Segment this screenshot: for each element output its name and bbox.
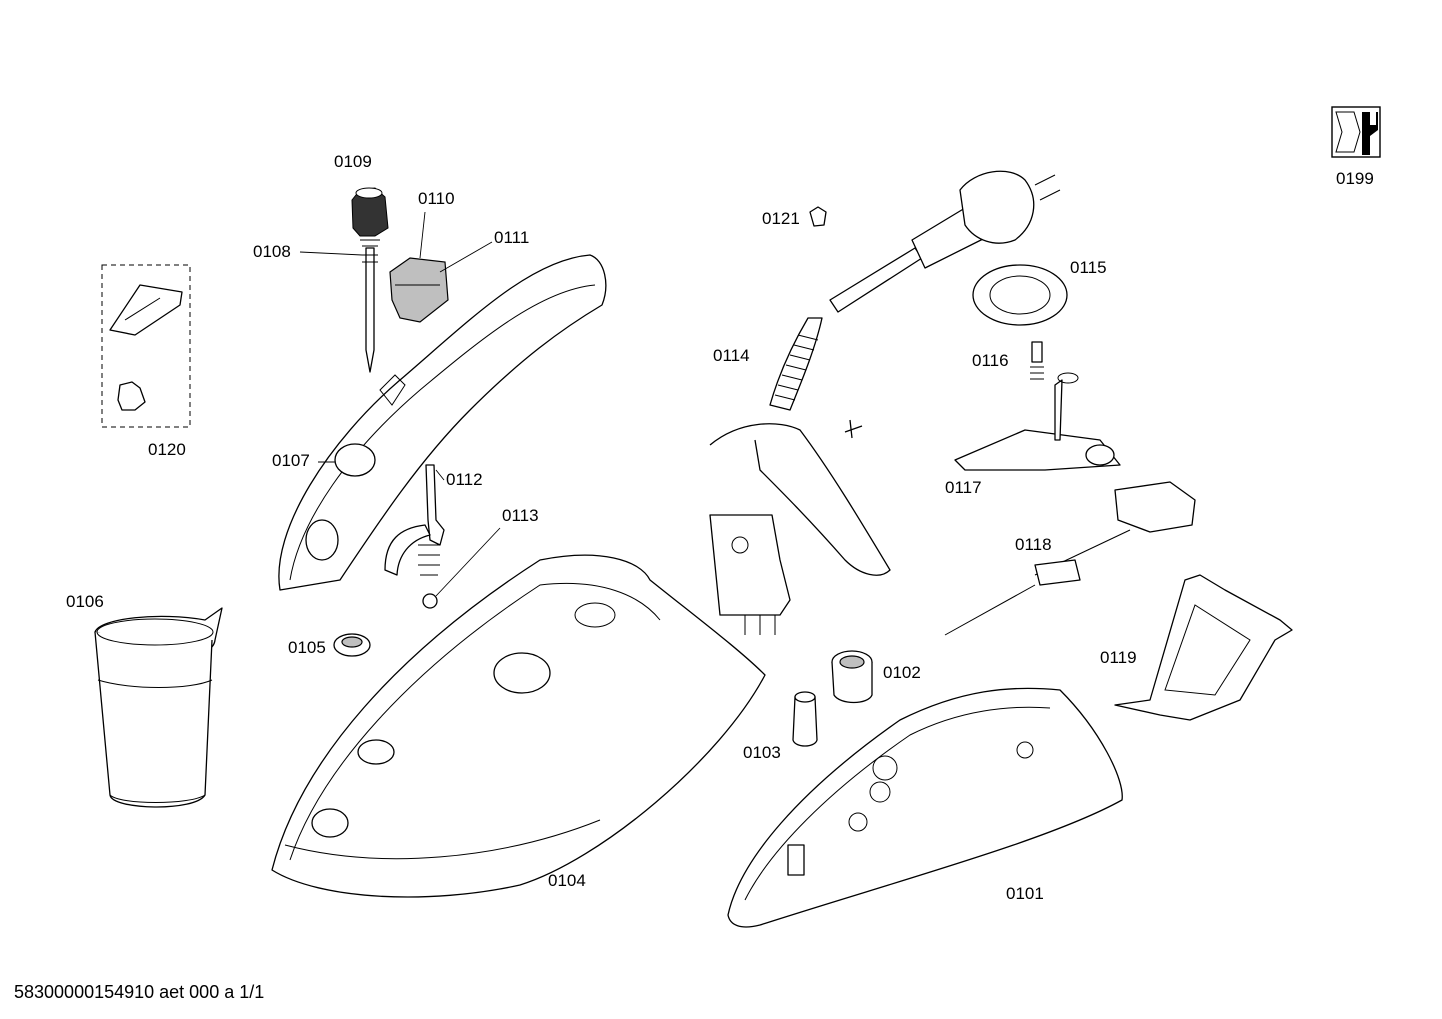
part-0108-rod[interactable] bbox=[299, 247, 378, 373]
label-0120: 0120 bbox=[148, 440, 186, 459]
label-0105: 0105 bbox=[288, 638, 326, 657]
part-0113-ring[interactable] bbox=[422, 527, 501, 609]
part-0121-clip[interactable] bbox=[809, 206, 827, 227]
part-0107-handle[interactable] bbox=[278, 254, 607, 591]
label-0101: 0101 bbox=[1006, 884, 1044, 903]
label-0117: 0117 bbox=[945, 478, 982, 497]
part-0118-connector[interactable] bbox=[944, 481, 1196, 636]
label-0199: 0199 bbox=[1336, 169, 1374, 188]
label-0104: 0104 bbox=[548, 871, 586, 890]
label-0112: 0112 bbox=[446, 470, 483, 489]
part-0115-disc[interactable] bbox=[972, 264, 1068, 326]
power-cord-plug[interactable] bbox=[829, 170, 1061, 313]
label-0116: 0116 bbox=[972, 351, 1009, 370]
label-0119: 0119 bbox=[1100, 648, 1137, 667]
label-0118: 0118 bbox=[1015, 535, 1052, 554]
part-0102-bushing[interactable] bbox=[831, 650, 873, 704]
part-0116-spring[interactable] bbox=[1030, 341, 1044, 380]
service-tool-icon bbox=[1331, 106, 1381, 158]
label-0106: 0106 bbox=[66, 592, 104, 611]
label-0107: 0107 bbox=[272, 451, 310, 470]
label-0115: 0115 bbox=[1070, 258, 1107, 277]
part-0105-seal[interactable] bbox=[333, 633, 371, 657]
part-0120-clip-set[interactable] bbox=[101, 264, 191, 428]
part-0117-thermostat[interactable] bbox=[954, 372, 1121, 471]
part-0103-tube[interactable] bbox=[792, 691, 818, 747]
part-0101-soleplate[interactable] bbox=[727, 687, 1123, 928]
label-0103: 0103 bbox=[743, 743, 781, 762]
part-0110-0111-cap[interactable] bbox=[389, 211, 493, 323]
label-0108: 0108 bbox=[253, 242, 291, 261]
part-0109-knob[interactable] bbox=[351, 187, 389, 247]
label-0110: 0110 bbox=[418, 189, 455, 208]
part-0119-bracket[interactable] bbox=[1114, 574, 1293, 721]
part-0114-rear-handle[interactable] bbox=[709, 317, 891, 635]
part-0112-nozzle[interactable] bbox=[384, 464, 445, 576]
label-0114: 0114 bbox=[713, 346, 750, 365]
part-0106-water-cup[interactable] bbox=[94, 607, 223, 808]
document-footer: 58300000154910 aet 000 a 1/1 bbox=[14, 982, 265, 1002]
label-0121: 0121 bbox=[762, 209, 800, 228]
label-0109: 0109 bbox=[334, 152, 372, 171]
part-0104-housing[interactable] bbox=[271, 554, 766, 898]
label-0111: 0111 bbox=[494, 228, 530, 247]
label-0102: 0102 bbox=[883, 663, 921, 682]
label-0113: 0113 bbox=[502, 506, 539, 525]
